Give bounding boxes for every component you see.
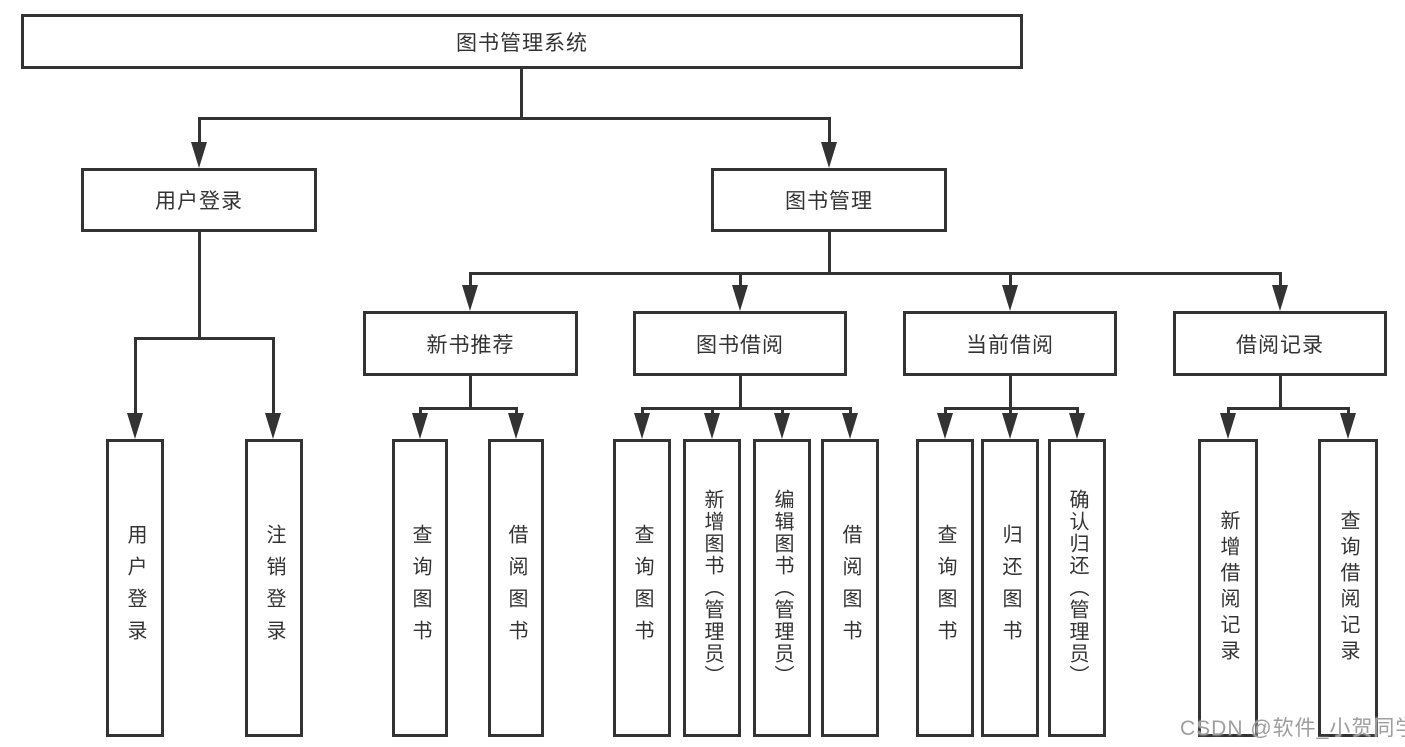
leaf-label: 编辑图书（管理员） [771, 489, 793, 687]
leaf-borrow-books-borrowing: 借阅图书 [821, 439, 879, 737]
leaf-label: 新增图书（管理员） [701, 489, 723, 687]
leaf-label: 借阅图书 [839, 524, 861, 652]
arrow-down-icon [412, 413, 428, 439]
node-label: 借阅记录 [1236, 333, 1324, 357]
leaf-logout: 注销登录 [245, 439, 303, 737]
connector-line [781, 407, 784, 417]
connector-line [944, 407, 947, 417]
connector-line [1009, 272, 1012, 288]
arrow-down-icon [1272, 285, 1288, 311]
connector-line [469, 376, 472, 409]
leaf-confirm-return-admin: 确认归还（管理员） [1048, 439, 1106, 737]
arrow-down-icon [191, 142, 207, 168]
node-book-borrowing: 图书借阅 [633, 311, 847, 376]
node-current-borrowing: 当前借阅 [903, 311, 1117, 376]
leaf-label: 借阅图书 [505, 524, 527, 652]
connector-line [711, 407, 714, 417]
leaf-query-borrow-record: 查询借阅记录 [1318, 439, 1378, 737]
connector-line [828, 117, 831, 145]
connector-line [1009, 376, 1012, 409]
arrow-down-icon [265, 413, 281, 439]
node-root-library-system: 图书管理系统 [21, 14, 1023, 69]
node-new-book-recommend: 新书推荐 [363, 311, 578, 376]
node-label: 当前借阅 [966, 333, 1054, 357]
node-label: 图书管理系统 [456, 31, 588, 55]
leaf-borrow-books-recommend: 借阅图书 [488, 439, 544, 737]
leaf-label: 注销登录 [263, 524, 285, 652]
arrow-down-icon [1220, 413, 1236, 439]
connector-line [739, 272, 742, 288]
arrow-down-icon [821, 142, 837, 168]
arrow-down-icon [1002, 285, 1018, 311]
leaf-label: 查询图书 [409, 524, 431, 652]
node-book-management: 图书管理 [711, 168, 947, 232]
connector-line [419, 407, 518, 410]
connector-line [134, 337, 137, 416]
arrow-down-icon [937, 413, 953, 439]
arrow-down-icon [508, 413, 524, 439]
connector-line [198, 232, 201, 340]
arrow-down-icon [1340, 413, 1356, 439]
node-borrowing-records: 借阅记录 [1173, 311, 1387, 376]
leaf-label: 查询图书 [934, 524, 956, 652]
connector-line [469, 272, 472, 288]
connector-line [520, 69, 523, 120]
connector-line [849, 407, 852, 417]
leaf-label: 查询借阅记录 [1337, 510, 1359, 666]
leaf-label: 查询图书 [631, 524, 653, 652]
arrow-down-icon [1069, 413, 1085, 439]
leaf-add-borrow-record: 新增借阅记录 [1198, 439, 1258, 737]
arrow-down-icon [732, 285, 748, 311]
connector-line [134, 337, 275, 340]
csdn-watermark: CSDN @软件_小贺同学 [1180, 717, 1405, 740]
connector-line [198, 117, 831, 120]
leaf-user-login: 用户登录 [106, 439, 164, 737]
leaf-add-book-admin: 新增图书（管理员） [683, 439, 741, 737]
leaf-query-books-current: 查询图书 [916, 439, 974, 737]
connector-line [419, 407, 422, 417]
arrow-down-icon [127, 413, 143, 439]
arrow-down-icon [842, 413, 858, 439]
arrow-down-icon [1002, 413, 1018, 439]
node-label: 图书管理 [785, 190, 873, 213]
leaf-return-book: 归还图书 [981, 439, 1039, 737]
connector-line [272, 337, 275, 416]
leaf-query-books-borrowing: 查询图书 [613, 439, 671, 737]
leaf-label: 确认归还（管理员） [1066, 489, 1088, 687]
connector-line [1076, 407, 1079, 417]
connector-line [641, 407, 851, 410]
connector-line [1279, 376, 1282, 409]
arrow-down-icon [704, 413, 720, 439]
connector-line [828, 232, 831, 275]
arrow-down-icon [462, 285, 478, 311]
node-label: 用户登录 [155, 190, 243, 213]
leaf-label: 用户登录 [124, 524, 146, 652]
arrow-down-icon [774, 413, 790, 439]
connector-line [641, 407, 644, 417]
leaf-label: 归还图书 [999, 524, 1021, 652]
connector-line [198, 117, 201, 145]
node-label: 图书借阅 [696, 333, 784, 357]
connector-line [515, 407, 518, 417]
leaf-query-books-recommend: 查询图书 [392, 439, 448, 737]
connector-line [1227, 407, 1230, 417]
leaf-edit-book-admin: 编辑图书（管理员） [753, 439, 811, 737]
connector-line [1279, 272, 1282, 288]
connector-line [739, 376, 742, 409]
connector-line [1347, 407, 1350, 417]
connector-line [1227, 407, 1349, 410]
node-label: 新书推荐 [426, 333, 515, 357]
leaf-label: 新增借阅记录 [1217, 510, 1239, 666]
connector-line [469, 272, 1282, 275]
arrow-down-icon [634, 413, 650, 439]
connector-line [1009, 407, 1012, 417]
node-user-login: 用户登录 [81, 168, 317, 232]
